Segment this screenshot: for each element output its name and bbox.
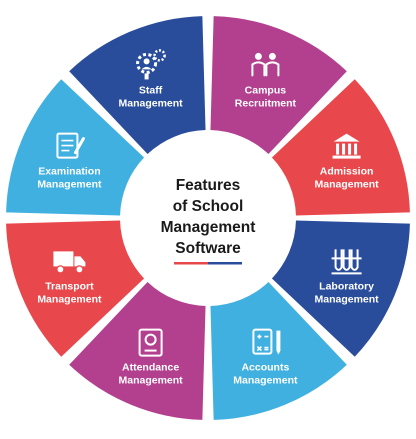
center-title-line: Features (176, 177, 241, 194)
transport-management-label-line: Management (37, 293, 102, 305)
examination-management-label-line: Management (37, 179, 102, 191)
laboratory-management-wedge (271, 220, 410, 357)
attendance-management-label-line: Management (119, 375, 184, 387)
attendance-management-wedge (69, 281, 206, 420)
center-title-line: of School (173, 198, 244, 215)
staff-gear-icon (136, 49, 166, 80)
accounts-management-label-line: Accounts (241, 362, 289, 374)
id-card-icon (138, 328, 163, 357)
admission-management-wedge (271, 79, 410, 216)
transport-management-label-line: Transport (45, 280, 94, 292)
admission-management-label-line: Admission (320, 166, 374, 178)
accent-underline-blue (208, 262, 242, 265)
attendance-management-label-line: Attendance (122, 362, 179, 374)
staff-management-wedge (69, 16, 206, 155)
calculator-icon (252, 328, 281, 355)
transport-management-wedge (6, 220, 145, 357)
examination-management-label-line: Examination (38, 166, 100, 178)
accounts-management-label-line: Management (233, 375, 298, 387)
staff-management-label-line: Staff (139, 84, 163, 96)
center-title-line: Management (161, 219, 256, 236)
truck-icon (53, 251, 86, 274)
building-icon (332, 133, 361, 159)
accent-underline-red (174, 262, 208, 265)
laboratory-management-label-line: Laboratory (319, 280, 374, 292)
campus-recruitment-wedge (210, 16, 347, 155)
examination-management-wedge (6, 79, 145, 216)
staff-management-label-line: Management (119, 97, 184, 109)
center-title-line: Software (175, 240, 241, 257)
test-tubes-icon (331, 249, 362, 275)
campus-recruitment-label-line: Recruitment (235, 97, 297, 109)
laboratory-management-label-line: Management (314, 293, 379, 305)
exam-sheet-icon (56, 132, 85, 159)
center-disk (122, 132, 294, 304)
people-icon (251, 52, 280, 77)
admission-management-label-line: Management (314, 179, 379, 191)
campus-recruitment-label-line: Campus (245, 84, 287, 96)
